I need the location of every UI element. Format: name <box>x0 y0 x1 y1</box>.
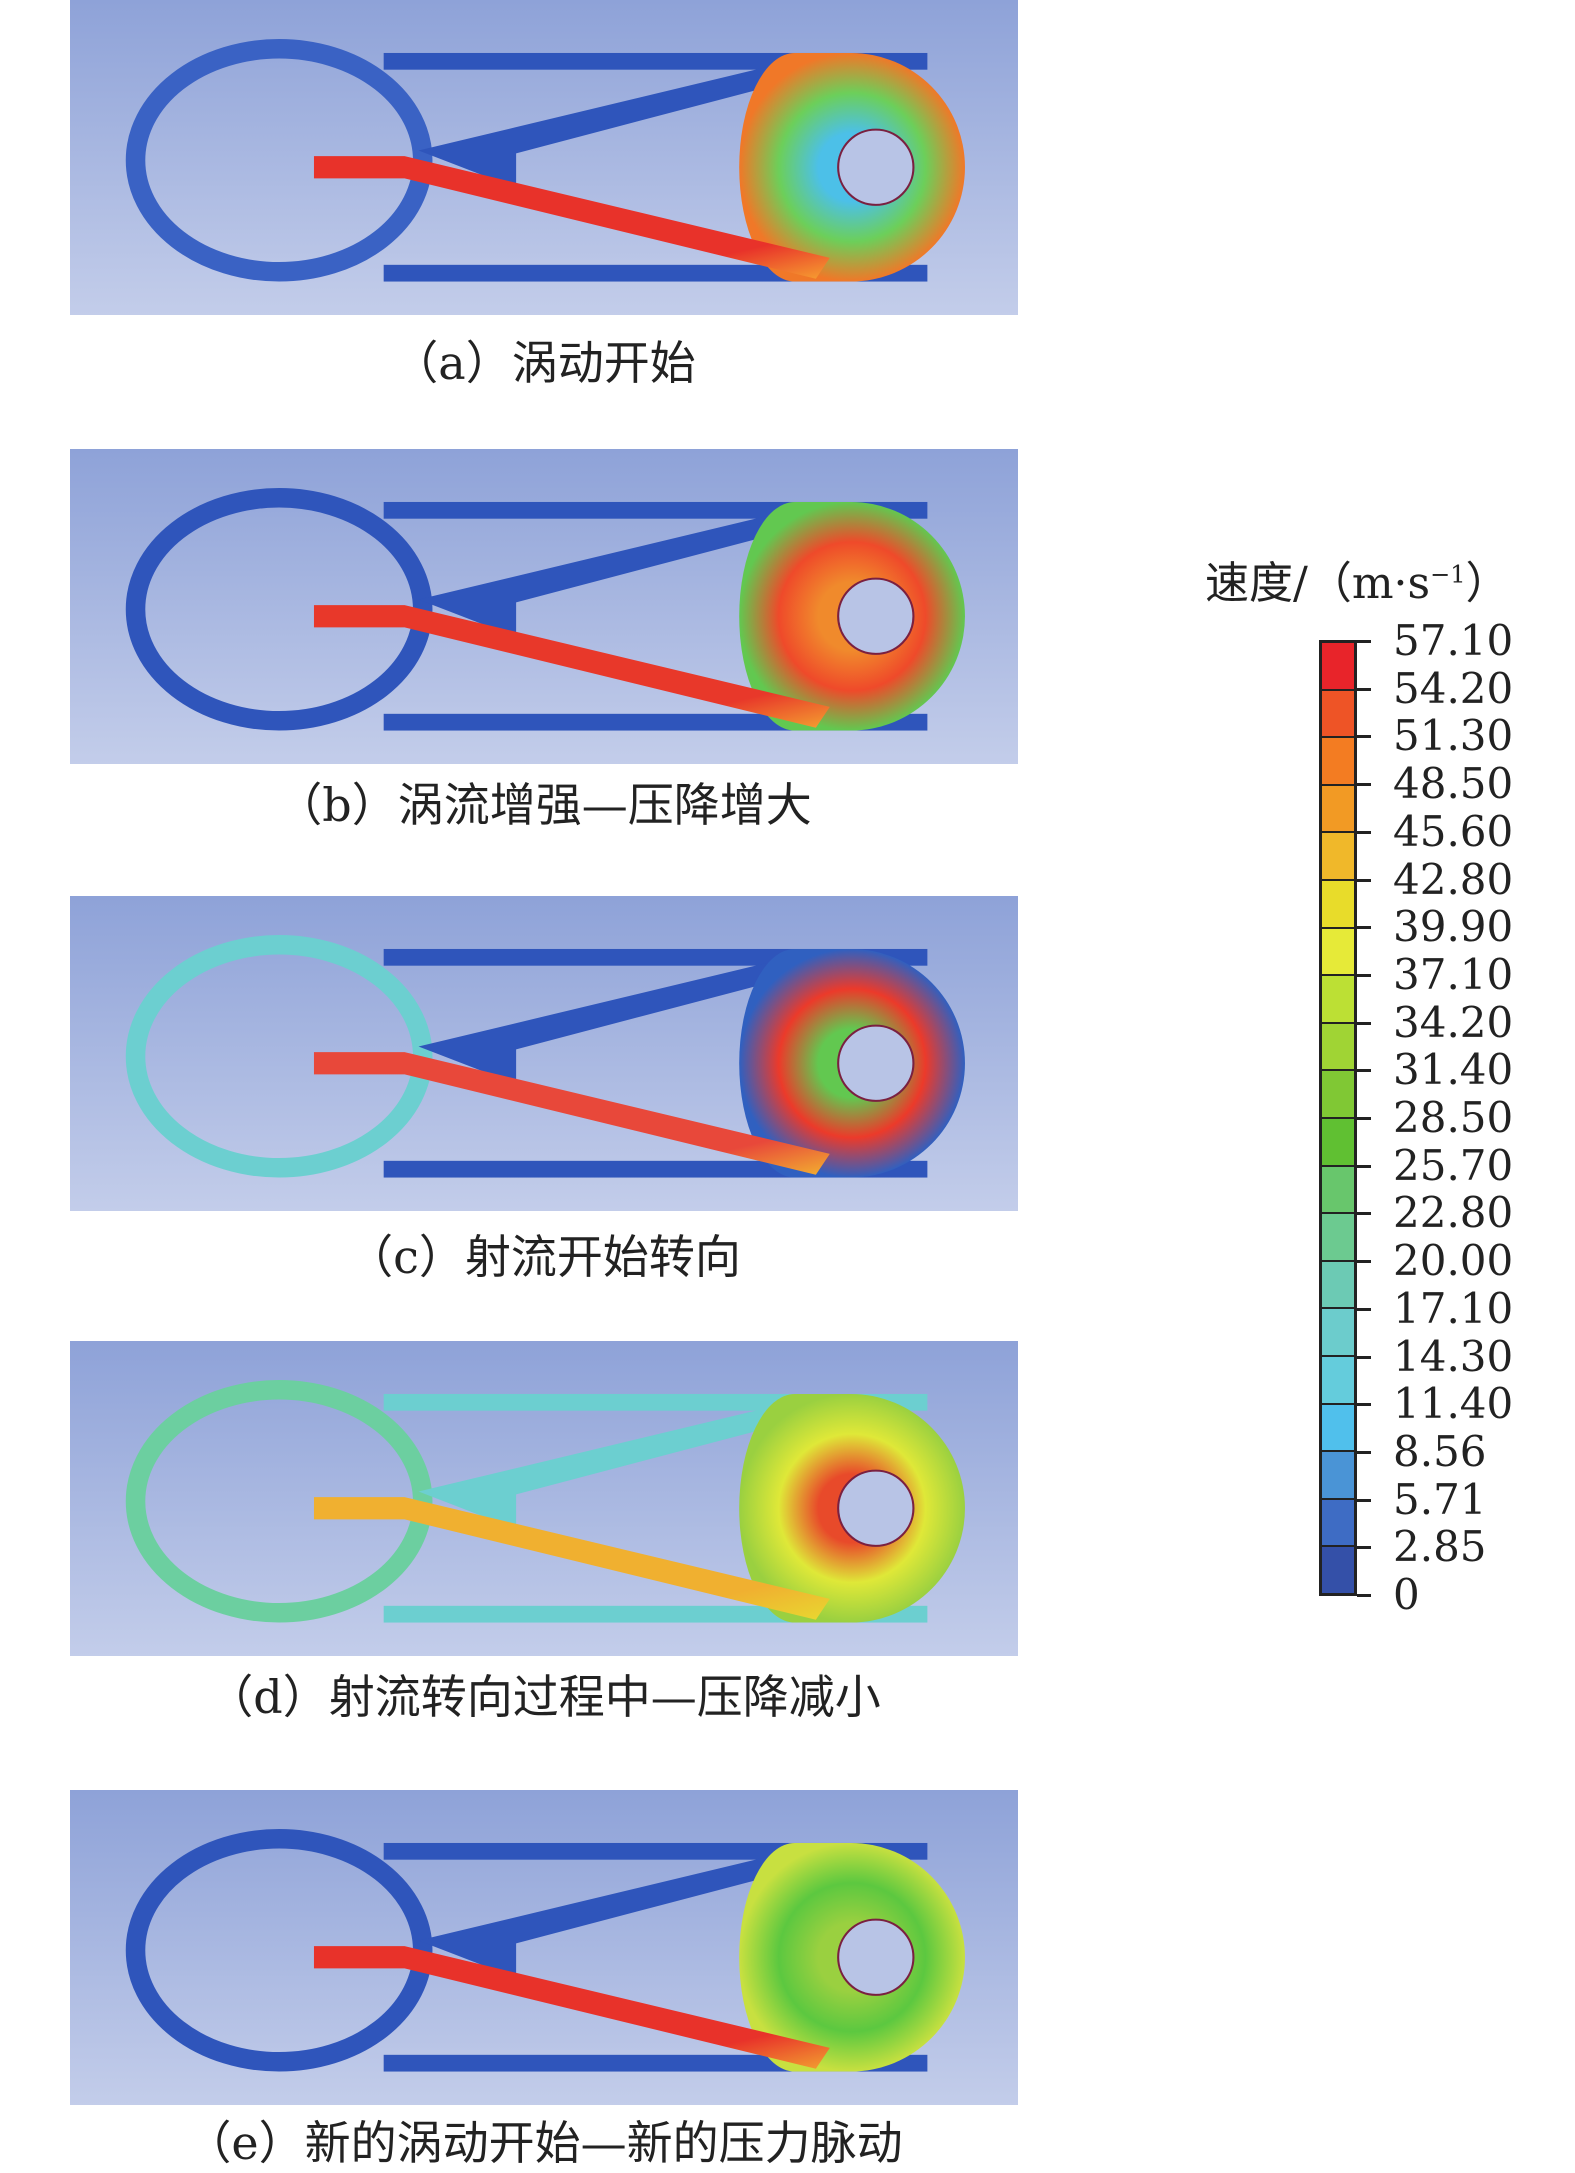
colorbar-tick <box>1357 878 1371 882</box>
colorbar-tick-label: 25.70 <box>1393 1140 1514 1190</box>
colorbar-tick-label: 37.10 <box>1393 949 1514 999</box>
colorbar-tick <box>1357 1355 1371 1359</box>
colorbar-tick <box>1357 1450 1371 1454</box>
panel-caption-c: （c）射流开始转向 <box>347 1230 741 1284</box>
splitter-branch <box>418 1407 781 1530</box>
colorbar-tick <box>1357 1594 1371 1597</box>
colorbar-tick-label: 8.56 <box>1393 1426 1487 1476</box>
colorbar-tick <box>1357 1164 1371 1168</box>
colorbar-tick <box>1357 1307 1371 1311</box>
flow-field-panel-b <box>70 449 1018 764</box>
colorbar-segment <box>1322 1214 1354 1262</box>
colorbar-tick-label: 51.30 <box>1393 711 1514 761</box>
colorbar-tick-label: 34.20 <box>1393 997 1514 1047</box>
colorbar-segment <box>1322 1452 1354 1500</box>
colorbar-tick-label: 0 <box>1393 1570 1420 1619</box>
colorbar-segment <box>1322 1404 1354 1453</box>
colorbar-segment <box>1322 1499 1354 1548</box>
left-chamber-ring <box>125 488 433 731</box>
flow-field-panel-d <box>70 1341 1018 1656</box>
outlet-hole <box>837 1024 915 1102</box>
colorbar-tick <box>1357 1403 1371 1407</box>
outlet-hole <box>837 128 915 206</box>
colorbar-segment <box>1322 1261 1354 1310</box>
colorbar-segment <box>1322 928 1354 977</box>
colorbar-tick <box>1357 640 1371 643</box>
splitter-branch <box>418 1856 781 1979</box>
colorbar-tick <box>1357 783 1371 787</box>
colorbar-tick <box>1357 1260 1371 1264</box>
colorbar-segment <box>1322 1166 1354 1215</box>
colorbar-segment <box>1322 833 1354 881</box>
left-chamber-ring <box>125 935 433 1178</box>
flow-field-panel-e <box>70 1790 1018 2105</box>
colorbar-tick <box>1357 1546 1371 1550</box>
colorbar-tick-label: 17.10 <box>1393 1283 1514 1333</box>
colorbar-tick-label: 5.71 <box>1393 1474 1487 1524</box>
splitter-branch <box>418 515 781 638</box>
panel-caption-e: （e）新的涡动开始—新的压力脉动 <box>185 2116 903 2170</box>
legend-title: 速度/（m·s−1） <box>1205 560 1510 608</box>
colorbar-segment <box>1322 1118 1354 1167</box>
legend-title-exponent: −1 <box>1430 560 1466 589</box>
colorbar-tick-label: 2.85 <box>1393 1522 1487 1572</box>
outlet-hole <box>837 577 915 655</box>
colorbar-tick <box>1357 1021 1371 1025</box>
colorbar-segment <box>1322 1071 1354 1119</box>
colorbar-tick <box>1357 973 1371 977</box>
left-chamber-ring <box>125 39 433 282</box>
splitter-branch <box>418 66 781 189</box>
panel-caption-b: （b）涡流增强—压降增大 <box>276 778 812 832</box>
colorbar-segment <box>1322 643 1354 691</box>
colorbar-tick <box>1357 687 1371 691</box>
colorbar-tick-label: 31.40 <box>1393 1045 1514 1095</box>
jet-stream <box>313 1497 830 1620</box>
panel-caption-d: （d）射流转向过程中—压降减小 <box>207 1670 881 1724</box>
colorbar-segment <box>1322 1356 1354 1405</box>
colorbar-segment <box>1322 1023 1354 1072</box>
colorbar-segment <box>1322 880 1354 929</box>
colorbar-tick-label: 48.50 <box>1393 759 1514 809</box>
colorbar-tick-label: 22.80 <box>1393 1188 1514 1238</box>
colorbar-tick-label: 20.00 <box>1393 1236 1514 1286</box>
colorbar-tick-label: 54.20 <box>1393 663 1514 713</box>
outlet-hole <box>837 1918 915 1996</box>
colorbar-tick <box>1357 1212 1371 1216</box>
colorbar-tick <box>1357 1117 1371 1120</box>
colorbar-tick <box>1357 926 1371 930</box>
colorbar-tick <box>1357 830 1371 834</box>
colorbar-segment <box>1322 690 1354 739</box>
colorbar-tick-label: 39.90 <box>1393 902 1514 952</box>
colorbar-tick <box>1357 735 1371 739</box>
outlet-hole <box>837 1469 915 1547</box>
left-chamber-ring <box>125 1829 433 2072</box>
colorbar-tick-label: 57.10 <box>1393 616 1514 665</box>
jet-stream <box>313 605 830 728</box>
legend-title-text: 速度/（m·s <box>1205 558 1431 609</box>
colorbar-segment <box>1322 1309 1354 1357</box>
colorbar-tick-label: 14.30 <box>1393 1331 1514 1381</box>
splitter-branch <box>418 962 781 1085</box>
jet-stream <box>313 156 830 279</box>
legend-title-close: ） <box>1465 558 1510 609</box>
jet-stream <box>313 1946 830 2069</box>
colorbar-tick-label: 42.80 <box>1393 854 1514 904</box>
colorbar-segment <box>1322 785 1354 834</box>
flow-field-panel-c <box>70 896 1018 1211</box>
colorbar-segment <box>1322 976 1354 1024</box>
colorbar <box>1319 640 1357 1596</box>
colorbar-segment <box>1322 1547 1354 1593</box>
colorbar-segment <box>1322 738 1354 786</box>
colorbar-tick <box>1357 1498 1371 1502</box>
jet-stream <box>313 1052 830 1175</box>
colorbar-tick <box>1357 1069 1371 1073</box>
colorbar-tick-label: 28.50 <box>1393 1093 1514 1142</box>
colorbar-tick-label: 45.60 <box>1393 806 1514 856</box>
left-chamber-ring <box>125 1380 433 1623</box>
flow-field-panel-a <box>70 0 1018 315</box>
colorbar-tick-label: 11.40 <box>1393 1379 1514 1429</box>
panel-caption-a: （a）涡动开始 <box>392 336 696 390</box>
